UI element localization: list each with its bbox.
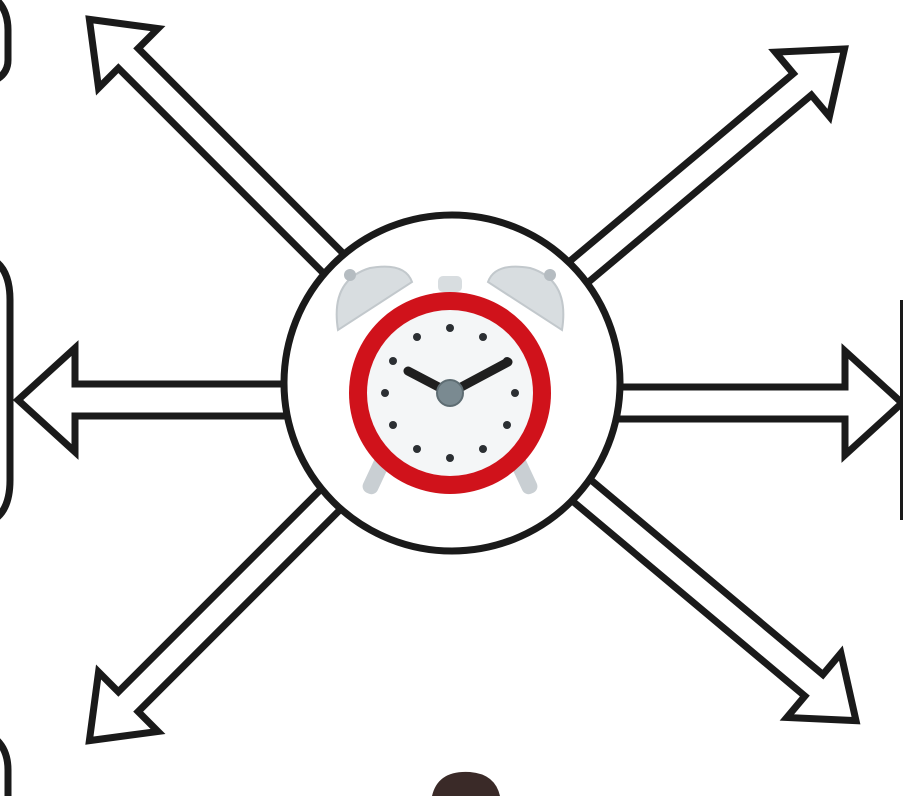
bottom-partial-object bbox=[432, 772, 500, 796]
left-edge-shape-bottom bbox=[0, 730, 8, 796]
left-edge-shape-middle bbox=[0, 255, 10, 525]
left-edge-shape-top bbox=[0, 0, 8, 85]
